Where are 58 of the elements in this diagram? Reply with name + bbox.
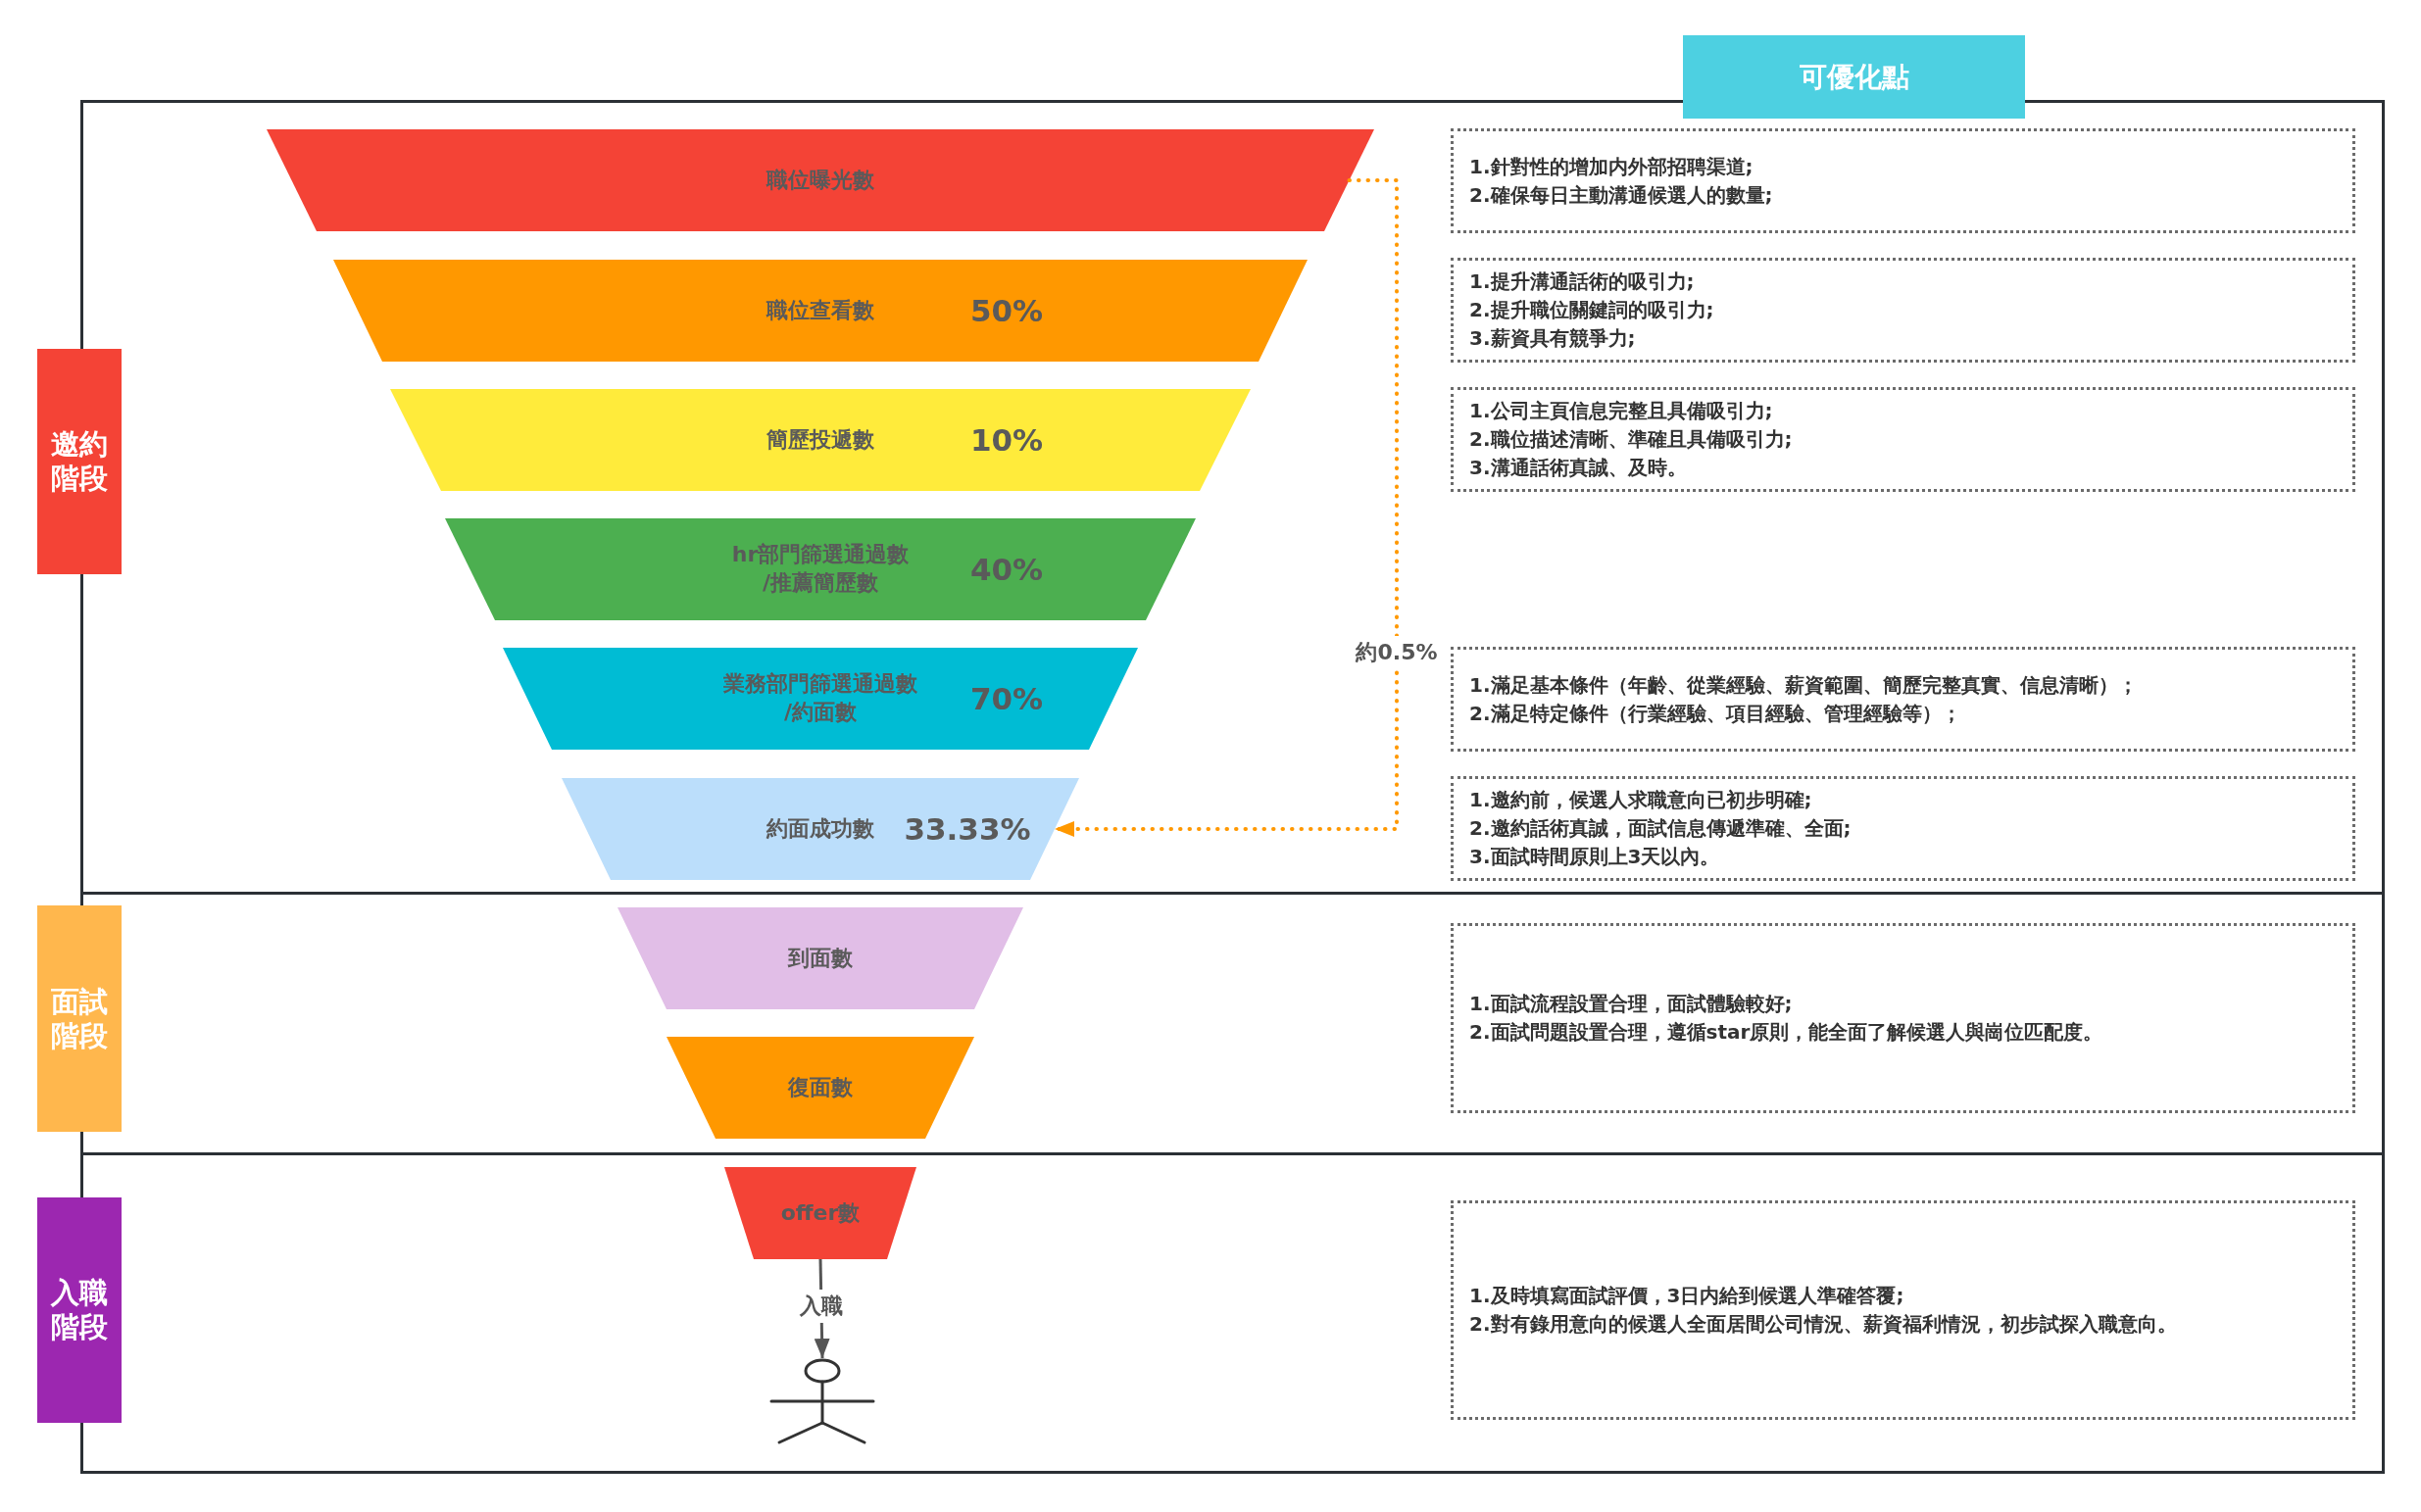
funnel-segment	[267, 129, 1374, 231]
note-text: 1.滿足基本條件（年齡、從業經驗、薪資範圍、簡歷完整真實、信息清晰）；	[1469, 671, 2139, 699]
note-text: 2.面試問題設置合理，遵循star原則，能全面了解候選人與崗位匹配度。	[1469, 1019, 2104, 1046]
funnel-segment	[390, 389, 1251, 491]
note-text: 1.邀約前，候選人求職意向已初步明確;	[1469, 787, 1813, 813]
note-text: 2.對有錄用意向的候選人全面居間公司情況、薪資福利情況，初步試探入職意向。	[1469, 1311, 2178, 1338]
funnel-label: 到面數	[788, 944, 853, 972]
note-text: 1.針對性的增加内外部招聘渠道;	[1469, 153, 1754, 180]
stage-label: 入職階段	[51, 1276, 108, 1344]
note-box	[1451, 1200, 2355, 1420]
funnel-segment	[503, 648, 1138, 750]
stage-tag	[37, 905, 122, 1132]
funnel-label: offer數	[780, 1198, 861, 1227]
funnel-label: 職位曝光數	[766, 166, 874, 194]
percentage-label: 10%	[969, 422, 1044, 458]
percentage-label: 33.33%	[904, 811, 1031, 847]
note-text: 2.邀約話術真誠，面試信息傳遞準確、全面;	[1469, 815, 1853, 842]
edge-label: 入職	[797, 1290, 846, 1323]
funnel-segment	[333, 260, 1308, 362]
funnel-label: 簡歷投遞數	[766, 425, 874, 454]
funnel-segment	[667, 1037, 974, 1139]
note-box	[1451, 387, 2355, 492]
note-text: 2.提升職位關鍵詞的吸引力;	[1469, 297, 1715, 323]
stage-label: 面試階段	[51, 984, 108, 1053]
stage-tag	[37, 349, 122, 574]
funnel-label: hr部門篩選通過數/推薦簡歷數	[731, 541, 910, 597]
note-box	[1451, 923, 2355, 1113]
stick-figure	[769, 1358, 875, 1444]
note-text: 1.及時填寫面試評價，3日内給到候選人準確答覆;	[1469, 1283, 1905, 1309]
funnel-label: 約面成功數	[766, 814, 874, 843]
funnel-segment	[618, 907, 1023, 1009]
note-text: 2.滿足特定條件（行業經驗、項目經驗、管理經驗等）；	[1469, 700, 1962, 727]
percentage-label: 70%	[969, 681, 1044, 716]
funnel-segment	[562, 778, 1079, 880]
header-box	[1683, 35, 2025, 119]
note-box	[1451, 128, 2355, 233]
funnel-segment	[445, 518, 1196, 620]
header-text: 可優化點	[1799, 59, 1909, 95]
funnel-label: 職位查看數	[766, 296, 874, 324]
funnel-segment	[724, 1167, 916, 1259]
dotted-arrow	[1053, 178, 1399, 837]
note-box	[1451, 647, 2355, 752]
percentage-label: 50%	[969, 293, 1044, 328]
funnel-label: 業務部門篩選通過數/約面數	[723, 670, 917, 726]
note-text: 3.面試時間原則上3天以內。	[1469, 844, 1721, 870]
percentage-label: 40%	[969, 552, 1044, 587]
stage-tag	[37, 1197, 122, 1423]
note-box	[1451, 776, 2355, 881]
note-text: 2.職位描述清晰、準確且具備吸引力;	[1469, 426, 1794, 453]
note-box	[1451, 258, 2355, 363]
note-text: 1.公司主頁信息完整且具備吸引力;	[1469, 398, 1774, 424]
note-text: 2.確保每日主動溝通候選人的數量;	[1469, 181, 1774, 209]
note-text: 1.提升溝通話術的吸引力;	[1469, 268, 1696, 295]
funnel-label: 復面數	[788, 1073, 853, 1101]
stage-label: 邀約階段	[51, 427, 108, 496]
note-text: 1.面試流程設置合理，面試體驗較好;	[1469, 991, 1794, 1017]
note-text: 3.薪資具有競爭力;	[1469, 325, 1637, 352]
note-text: 3.溝通話術真誠、及時。	[1469, 455, 1688, 481]
